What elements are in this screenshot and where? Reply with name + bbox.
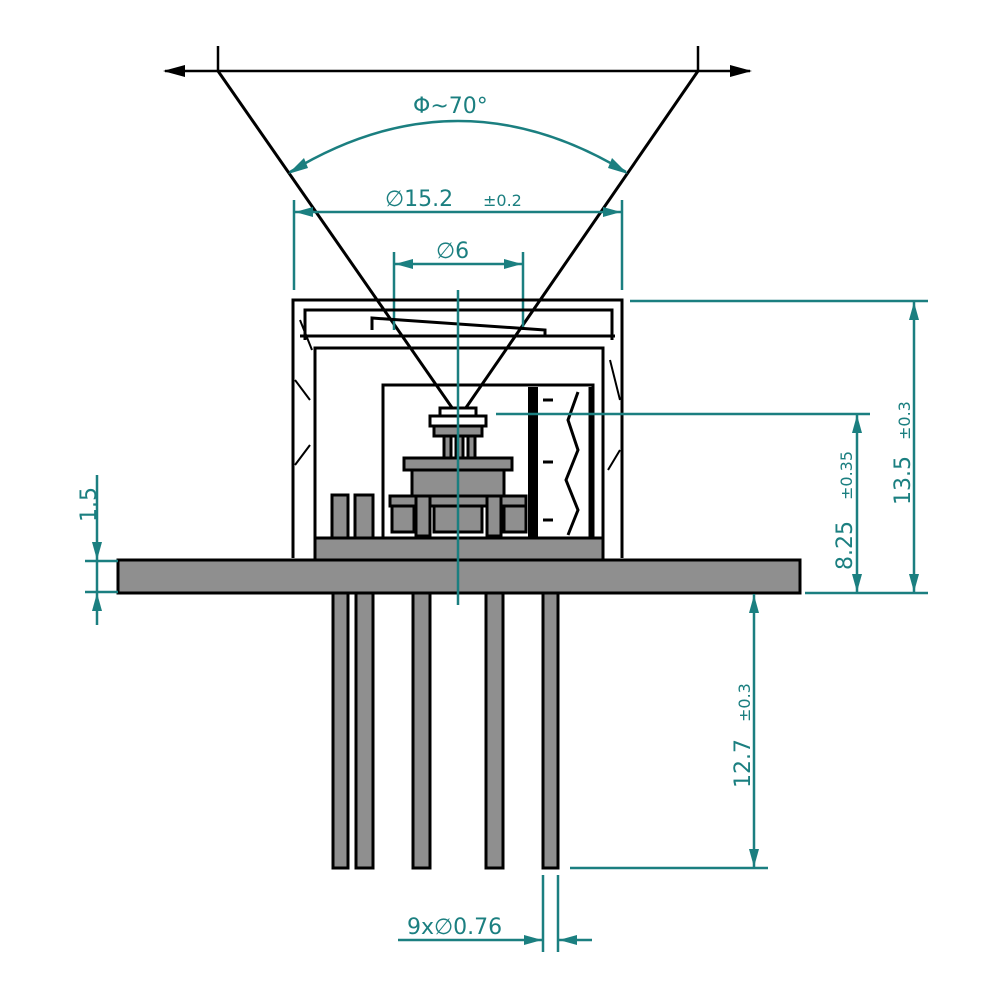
outer-diameter-dimension: ∅15.2 ±0.2 [292,187,624,290]
pin-length-dimension: 12.7 ±0.3 [570,594,768,870]
outer-diameter-tolerance: ±0.2 [483,191,522,210]
angle-dimension: Φ~70° [288,94,628,174]
beam-width-line [163,46,752,413]
pin-diameter-dimension: 9x∅0.76 [398,875,592,952]
chip-height-value: 8.25 [833,521,858,570]
total-height-value: 13.5 [891,456,916,505]
pins [331,591,560,870]
pin-diameter-value: 9x∅0.76 [407,915,502,940]
inner-housing [381,383,595,542]
sensor-chip-stack [330,406,528,542]
window-diameter-dimension: ∅6 [392,239,525,330]
flange-thickness-value: 1.5 [77,487,102,522]
flange-thickness-dimension: 1.5 [77,475,118,625]
chip-height-dimension: 8.25 ±0.35 [496,412,870,593]
angle-label: Φ~70° [413,94,488,119]
total-height-dimension: 13.5 ±0.3 [630,299,928,595]
outer-diameter-value: ∅15.2 [385,187,453,212]
chip-height-tolerance: ±0.35 [837,451,856,500]
total-height-tolerance: ±0.3 [895,401,914,440]
pin-length-value: 12.7 [731,739,756,788]
pin-length-tolerance: ±0.3 [735,683,754,722]
window-diameter-value: ∅6 [436,239,469,264]
